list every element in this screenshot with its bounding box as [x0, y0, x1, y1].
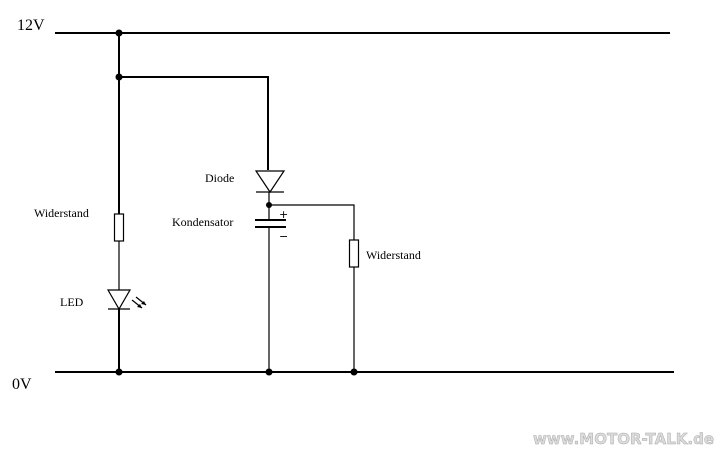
rail-label-0v: 0V: [12, 376, 32, 393]
resistor-left: [113, 213, 125, 242]
led-symbol: [106, 289, 147, 311]
resistor-right: [348, 239, 360, 268]
diode-label: Diode: [205, 171, 234, 185]
capacitor-symbol: [255, 219, 286, 228]
junction-node: [266, 202, 272, 208]
wire-middle-top: [119, 76, 269, 170]
junction-node: [115, 73, 123, 81]
rail-label-12v: 12V: [17, 17, 45, 34]
junction-node: [265, 368, 273, 376]
resistor-left-label: Widerstand: [34, 206, 89, 220]
junction-node: [115, 29, 123, 37]
watermark: www.MOTOR-TALK.de: [533, 430, 714, 448]
junction-node: [350, 368, 358, 376]
capacitor-plus-sign: +: [279, 208, 288, 221]
wire-right-top: [269, 204, 355, 240]
junction-node: [115, 368, 123, 376]
capacitor-minus-sign: −: [279, 230, 288, 243]
resistor-right-label: Widerstand: [366, 248, 421, 262]
capacitor-label: Kondensator: [172, 215, 233, 229]
led-label: LED: [60, 295, 84, 309]
diode-symbol: [254, 170, 286, 194]
